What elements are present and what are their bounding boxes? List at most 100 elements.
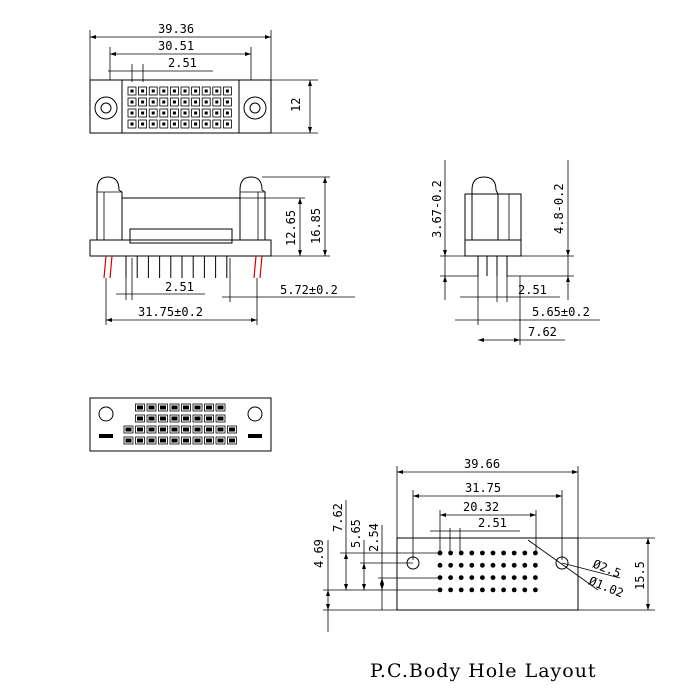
pin-hole	[458, 587, 464, 593]
pin-cell	[148, 86, 158, 96]
pin-hole	[533, 562, 538, 568]
bottom-mount-right	[247, 406, 263, 422]
pin-cell	[138, 119, 148, 129]
pin-cell	[127, 97, 137, 107]
pin-hole	[480, 575, 485, 580]
bottom-cell	[192, 425, 203, 434]
pin-cell	[159, 119, 169, 129]
pin-hole	[458, 575, 464, 580]
bottom-cell	[227, 425, 237, 434]
dim-hole-pitch: 2.51	[478, 516, 507, 530]
bottom-cell	[123, 436, 134, 445]
pin-cell	[191, 97, 201, 107]
dim-hole-span: 31.75	[465, 481, 501, 495]
pin-cell	[180, 86, 190, 96]
pin-hole	[533, 550, 538, 556]
bottom-cell	[169, 403, 180, 412]
dim-pitch: 2.51	[168, 56, 197, 70]
pin-hole	[480, 587, 485, 593]
dim-overall-width: 39.36	[158, 22, 194, 36]
pin-hole	[469, 562, 475, 568]
dim-hole-height: 15.5	[633, 561, 647, 590]
bottom-cell	[146, 436, 157, 445]
pin-cell	[201, 86, 211, 96]
bottom-mount-left	[98, 406, 114, 422]
pin-cell	[222, 108, 232, 118]
bottom-cell	[158, 436, 168, 445]
pin-cell	[159, 108, 169, 118]
pin-cell	[169, 108, 179, 118]
front-pins	[125, 256, 228, 278]
pin-hole	[501, 587, 506, 593]
bottom-cell	[135, 425, 145, 434]
bottom-cell	[204, 414, 214, 423]
pin-hole	[448, 562, 453, 568]
hole-grid	[437, 550, 538, 593]
bottom-cell	[215, 414, 226, 423]
pin-cell	[180, 119, 190, 129]
bottom-cell	[169, 425, 180, 434]
bottom-cell	[135, 436, 145, 445]
bottom-cell	[158, 425, 168, 434]
front-view: 12.65 16.85 2.51 5.72±0.2 31.75±0.2	[89, 176, 355, 325]
pin-cell	[212, 108, 222, 118]
pin-cell	[159, 86, 169, 96]
pin-hole	[533, 575, 538, 580]
bottom-cell	[181, 436, 191, 445]
bottom-cell	[135, 414, 145, 423]
dim-front-offset: 5.72±0.2	[280, 283, 338, 297]
top-view: 39.36 30.51 2.51 12	[89, 22, 318, 134]
pin-cell	[212, 86, 222, 96]
pin-hole	[480, 550, 485, 556]
pin-cell	[191, 86, 201, 96]
bottom-cell	[204, 436, 214, 445]
pin-grid-bottom	[123, 403, 237, 445]
pin-cell	[169, 97, 179, 107]
mount-hole-left	[94, 96, 118, 120]
pin-cell	[127, 108, 137, 118]
dim-height-total: 16.85	[309, 208, 323, 244]
bottom-cell	[215, 425, 226, 434]
pin-hole	[533, 587, 538, 593]
pin-hole	[490, 550, 496, 556]
pin-cell	[212, 97, 222, 107]
pin-cell	[138, 97, 148, 107]
bottom-cell	[181, 414, 191, 423]
dim-side-left-height: 3.67-0.2	[430, 180, 444, 238]
pin-hole	[501, 575, 506, 580]
pin-hole	[458, 562, 464, 568]
pin-cell	[180, 108, 190, 118]
hole-layout-view: 39.66 31.75 20.32 2.51 Ø2.5 Ø1.02 15.5	[312, 457, 655, 682]
dim-hole-v3: 2.54	[367, 523, 381, 552]
dim-side-offset: 5.65±0.2	[532, 305, 590, 319]
pin-hole	[437, 562, 443, 568]
pin-hole	[480, 562, 485, 568]
bottom-cell	[146, 425, 157, 434]
pin-hole	[511, 550, 517, 556]
pin-hole	[511, 562, 517, 568]
bottom-cell	[169, 414, 180, 423]
bottom-cell	[192, 436, 203, 445]
bottom-cell	[135, 403, 145, 412]
pin-hole	[522, 575, 528, 580]
hole-layout-caption: P.C.Body Hole Layout	[370, 660, 597, 682]
bottom-cell	[146, 403, 157, 412]
dim-side-row-span: 7.62	[528, 325, 557, 339]
pin-cell	[138, 108, 148, 118]
pin-hole	[469, 575, 475, 580]
pin-hole	[522, 562, 528, 568]
mount-hole-right	[243, 96, 267, 120]
dim-side-right-height: 4.8-0.2	[552, 183, 566, 234]
bottom-cell	[181, 425, 191, 434]
pin-cell	[169, 119, 179, 129]
pin-cell	[201, 119, 211, 129]
dim-height-small: 12.65	[284, 210, 298, 246]
pin-cell	[148, 97, 158, 107]
pin-hole	[522, 587, 528, 593]
pin-hole	[448, 575, 453, 580]
bottom-cell	[146, 414, 157, 423]
bottom-cell	[158, 414, 168, 423]
pin-cell	[138, 86, 148, 96]
